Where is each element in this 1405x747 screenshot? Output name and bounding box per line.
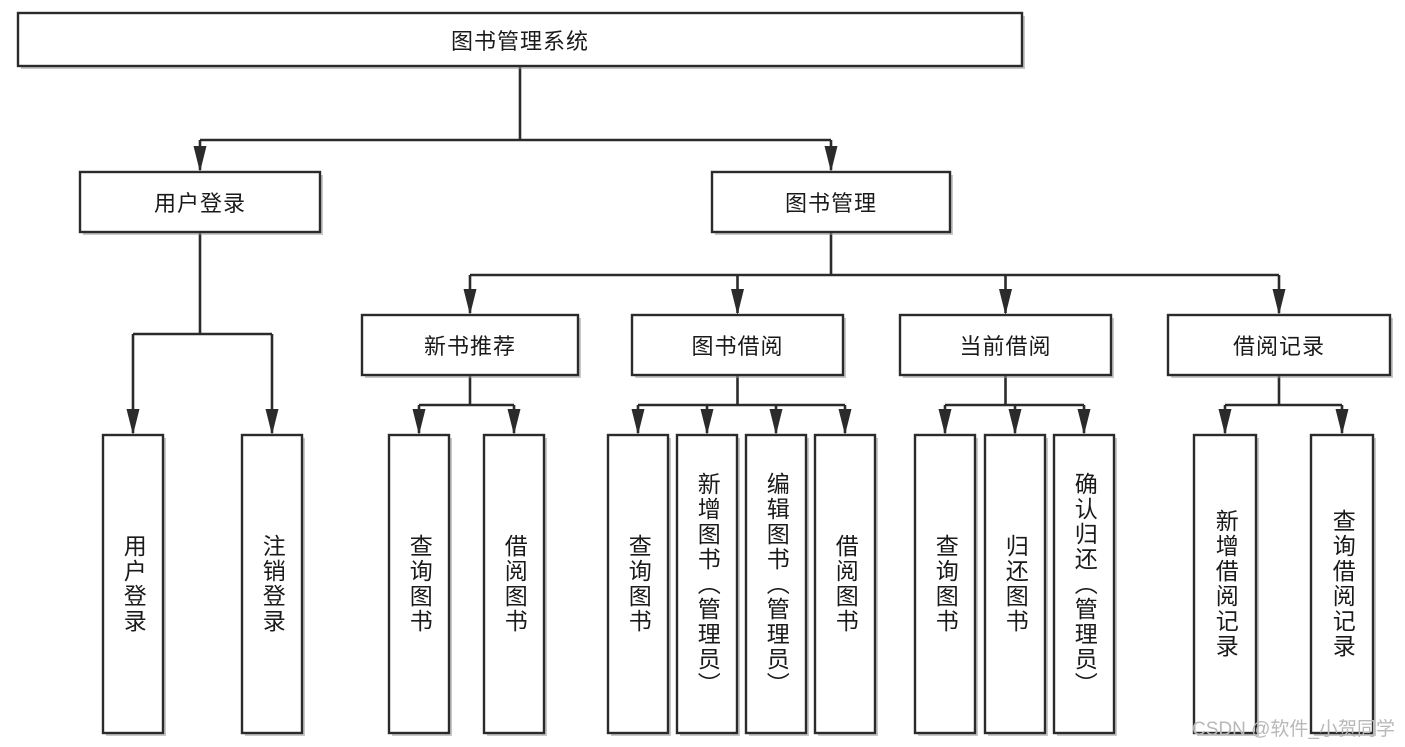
node-leaf-query-book-3[interactable]	[913, 433, 977, 735]
arrow-head-borrow-record-1	[1335, 409, 1349, 435]
arrow-head-current-borrow-0	[938, 409, 952, 435]
node-current-borrow[interactable]	[898, 313, 1113, 377]
node-root[interactable]	[16, 11, 1024, 68]
arrow-head-level1-1	[824, 146, 838, 172]
arrow-head-book-borrow-2	[769, 409, 783, 435]
node-leaf-user-login[interactable]	[101, 433, 165, 735]
arrow-head-level2-2	[999, 289, 1012, 315]
node-leaf-query-book-1[interactable]	[387, 433, 451, 735]
arrow-head-current-borrow-2	[1077, 409, 1091, 435]
arrow-head-level1-0	[193, 146, 207, 172]
node-book-manage[interactable]	[710, 170, 952, 234]
arrow-head-user-login-1	[265, 409, 279, 435]
arrow-head-current-borrow-1	[1008, 409, 1022, 435]
arrow-head-level2-0	[463, 289, 477, 315]
node-leaf-edit-book-admin[interactable]	[744, 433, 808, 735]
node-leaf-confirm-return-admin[interactable]	[1052, 433, 1116, 735]
arrow-head-book-borrow-0	[631, 409, 645, 435]
node-leaf-add-book-admin[interactable]	[675, 433, 739, 735]
arrow-head-user-login-0	[126, 409, 140, 435]
node-leaf-return-book[interactable]	[983, 433, 1047, 735]
arrow-head-book-borrow-1	[700, 409, 714, 435]
node-new-book-recommend[interactable]	[360, 313, 580, 377]
arrow-head-level2-3	[1272, 289, 1286, 315]
arrow-head-borrow-record-0	[1218, 409, 1232, 435]
node-leaf-query-book-2[interactable]	[606, 433, 670, 735]
node-leaf-query-borrow-record[interactable]	[1309, 433, 1375, 735]
arrow-head-new-book-recommend-0	[412, 409, 426, 435]
arrow-head-new-book-recommend-1	[507, 409, 521, 435]
node-user-login[interactable]	[78, 170, 322, 234]
connector-layer	[126, 66, 1349, 435]
node-book-borrow[interactable]	[630, 313, 845, 377]
node-leaf-user-logout[interactable]	[240, 433, 304, 735]
node-leaf-add-borrow-record[interactable]	[1192, 433, 1258, 735]
node-leaf-borrow-book-2[interactable]	[813, 433, 877, 735]
node-box-layer	[16, 11, 1393, 736]
node-borrow-record[interactable]	[1166, 313, 1392, 377]
arrow-head-book-borrow-3	[838, 409, 852, 435]
node-leaf-borrow-book-1[interactable]	[482, 433, 546, 735]
arrow-head-level2-1	[731, 289, 744, 315]
